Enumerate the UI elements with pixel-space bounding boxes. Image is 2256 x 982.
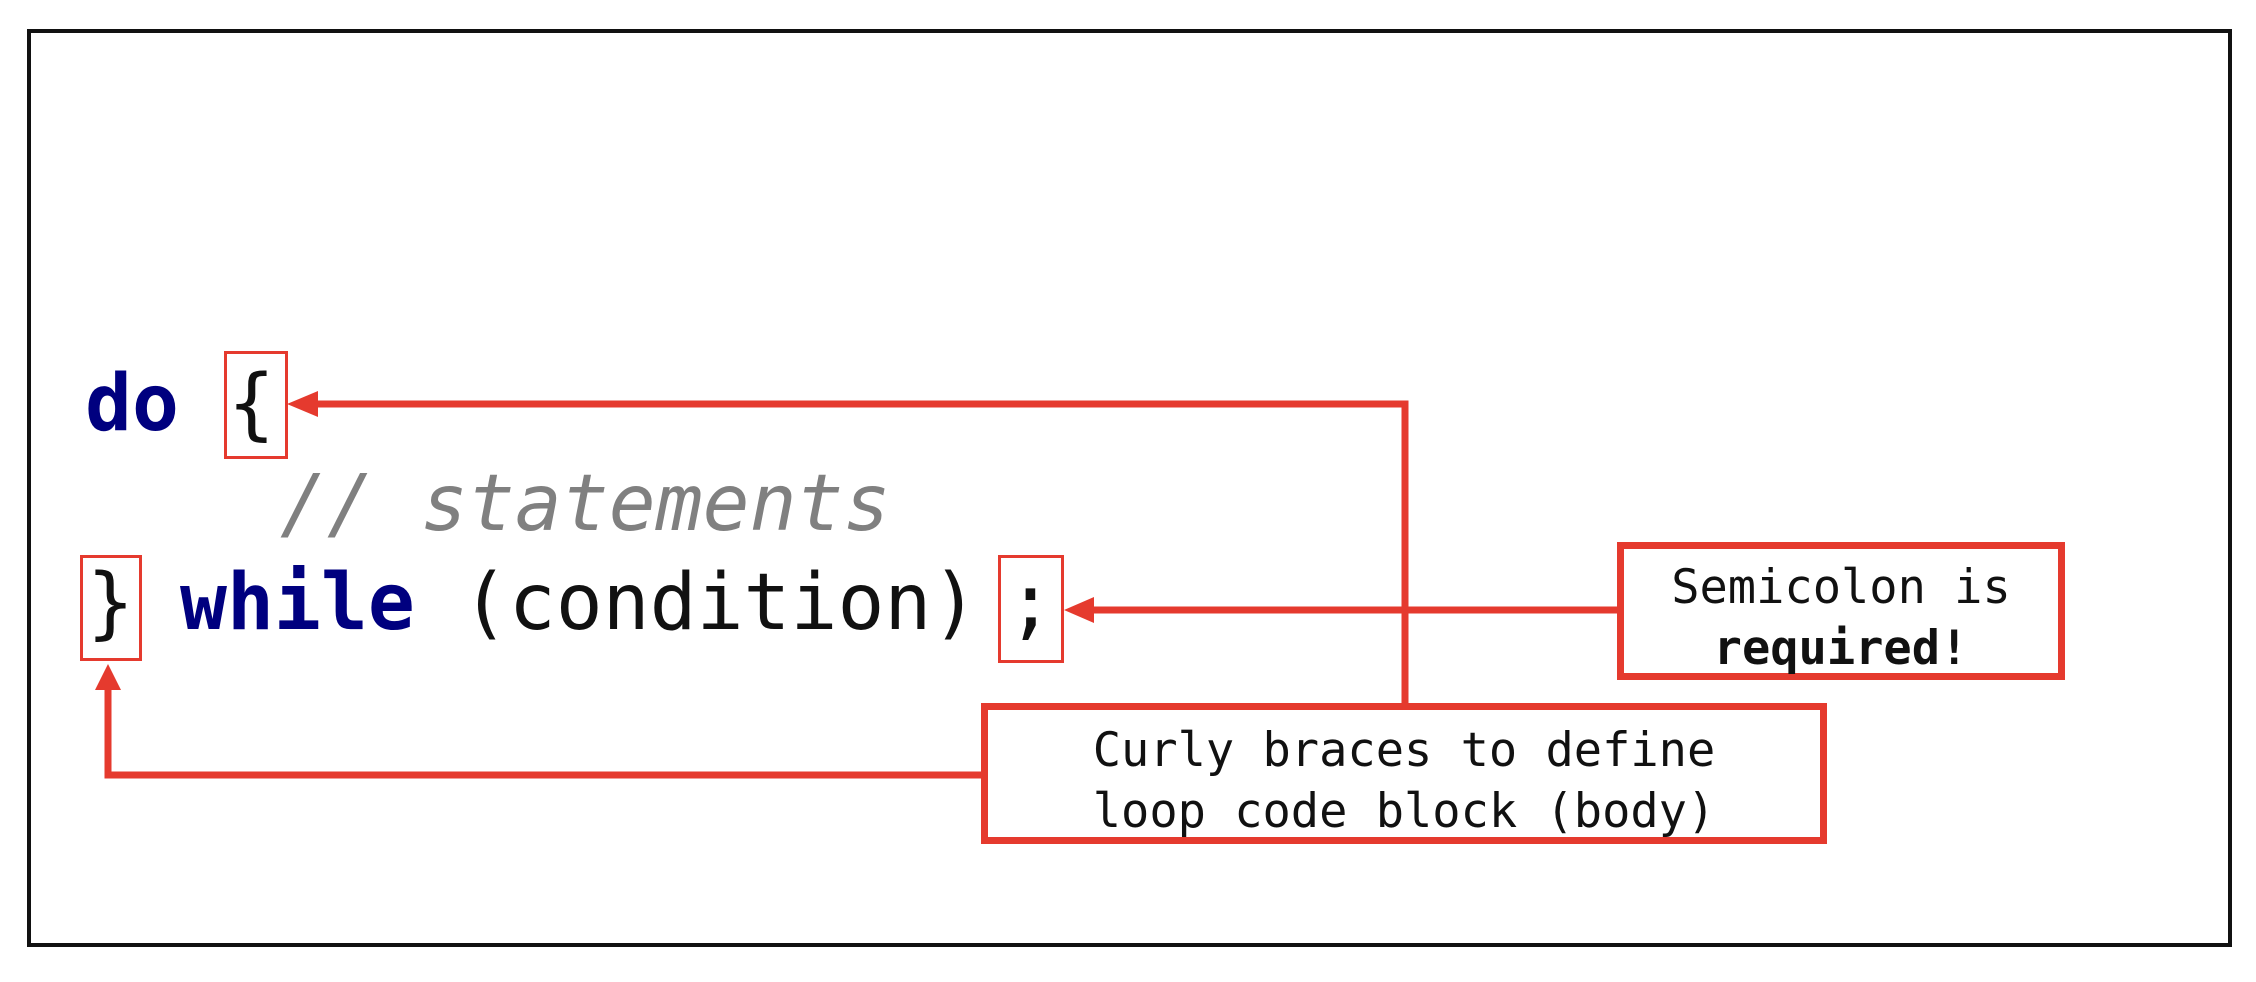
braces-callout: Curly braces to define loop code block (… (981, 703, 1827, 844)
arrow-head-close-brace (95, 664, 121, 690)
diagram-frame (27, 29, 2232, 947)
code-line-do: do (85, 365, 179, 443)
arrow-to-close-brace (104, 690, 985, 779)
open-brace: { (228, 359, 275, 449)
comment-statements: // statements (280, 459, 891, 549)
close-brace-highlight (80, 555, 142, 661)
semicolon-highlight (998, 555, 1064, 663)
semicolon: ; (1007, 558, 1054, 648)
open-brace-highlight (224, 351, 288, 459)
code-line-while: while (condition) (180, 564, 978, 642)
semicolon-callout-line1: Semicolon is (1671, 560, 2011, 615)
close-brace: } (87, 558, 134, 648)
braces-callout-line2: loop code block (body) (1092, 784, 1716, 839)
semicolon-callout-line2: required! (1713, 621, 1969, 676)
while-keyword: while (180, 558, 415, 648)
do-keyword: do (85, 359, 179, 449)
semicolon-callout: Semicolon is required! (1617, 542, 2065, 680)
condition-text: (condition) (461, 558, 979, 648)
arrow-head-open-brace (287, 391, 318, 417)
arrow-to-open-brace (300, 400, 1409, 707)
arrow-head-semicolon (1064, 597, 1094, 623)
braces-callout-line1: Curly braces to define (1092, 723, 1716, 778)
